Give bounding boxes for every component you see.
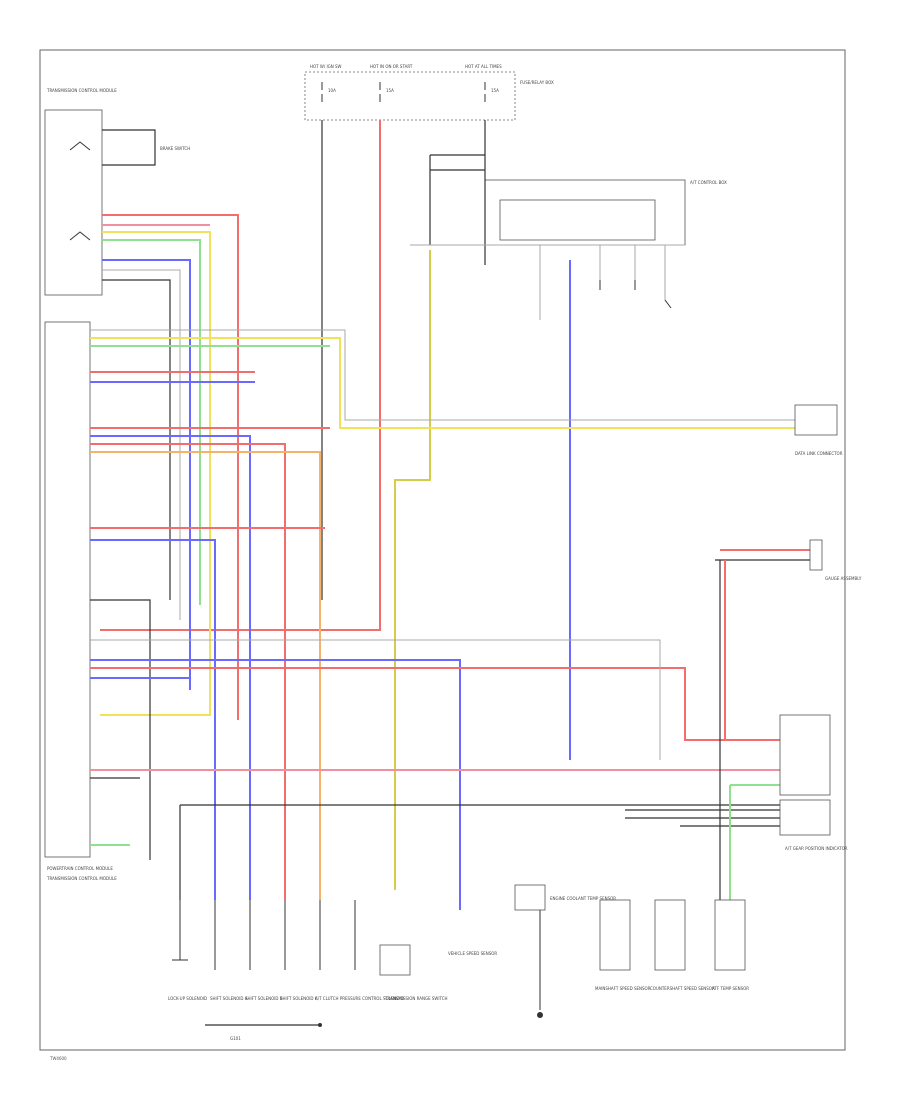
- lock-up-label: LOCK-UP SOLENOID: [168, 996, 207, 1001]
- countershaft-label: COUNTERSHAFT SPEED SENSOR: [650, 986, 715, 991]
- fuse-box-mid-label: HOT IN ON OR START: [370, 64, 413, 69]
- fuse-relay-box: HOT W/ IGN SW HOT IN ON OR START HOT AT …: [304, 64, 554, 121]
- fuse-left-label: 10A: [328, 88, 336, 93]
- sensor-ground-symbol: [537, 1012, 543, 1018]
- ground-symbol: [318, 1023, 322, 1027]
- diagram-border: [39, 49, 846, 1051]
- wires: [90, 120, 810, 910]
- ground-label: G101: [230, 1036, 241, 1041]
- pcm-label: POWERTRAIN CONTROL MODULE: [47, 866, 113, 871]
- linear-solenoid-label: A/T CLUTCH PRESSURE CONTROL SOLENOID: [315, 996, 404, 1001]
- pcm-module: POWERTRAIN CONTROL MODULE TRANSMISSION C…: [44, 321, 117, 881]
- mainshaft-label: MAINSHAFT SPEED SENSOR: [595, 986, 651, 991]
- gauge-label: GAUGE ASSEMBLY: [825, 576, 862, 581]
- control-box-label: A/T CONTROL BOX: [690, 180, 727, 185]
- gauge-right-label: A/T GEAR POSITION INDICATOR: [785, 846, 848, 851]
- speed-sensor-label: VEHICLE SPEED SENSOR: [448, 951, 497, 956]
- shift-b-label: SHIFT SOLENOID B: [245, 996, 283, 1001]
- fuse-right-label: 15A: [491, 88, 499, 93]
- fuse-box-right-label: HOT AT ALL TIMES: [465, 64, 502, 69]
- right-connectors: DATA LINK CONNECTOR GAUGE ASSEMBLY A/T G…: [779, 404, 862, 851]
- brake-sw-label: BRAKE SWITCH: [160, 146, 190, 151]
- tcm-top: TRANSMISSION CONTROL MODULE BRAKE SWITCH: [44, 88, 190, 296]
- fuse-box-name: FUSE/RELAY BOX: [520, 80, 554, 85]
- dlc-label: DATA LINK CONNECTOR: [795, 451, 843, 456]
- fuse-box-left-label: HOT W/ IGN SW: [310, 64, 342, 69]
- solenoids: LOCK-UP SOLENOID SHIFT SOLENOID A SHIFT …: [168, 900, 448, 1041]
- shift-c-label: SHIFT SOLENOID C: [280, 996, 318, 1001]
- sensors: VEHICLE SPEED SENSOR ENGINE COOLANT TEMP…: [448, 884, 749, 1018]
- fluid-temp-label: ATF TEMP SENSOR: [712, 986, 749, 991]
- footer-code: TW4600: [49, 1056, 67, 1061]
- shift-a-label: SHIFT SOLENOID A: [210, 996, 248, 1001]
- engine-coolant-label: ENGINE COOLANT TEMP SENSOR: [550, 896, 616, 901]
- tcm-bottom-label: TRANSMISSION CONTROL MODULE: [46, 876, 117, 881]
- fuse-mid-label: 15A: [386, 88, 394, 93]
- control-box: A/T CONTROL BOX: [410, 120, 727, 320]
- trans-range-label: TRANSMISSION RANGE SWITCH: [384, 996, 448, 1001]
- tcm-top-label: TRANSMISSION CONTROL MODULE: [46, 88, 117, 93]
